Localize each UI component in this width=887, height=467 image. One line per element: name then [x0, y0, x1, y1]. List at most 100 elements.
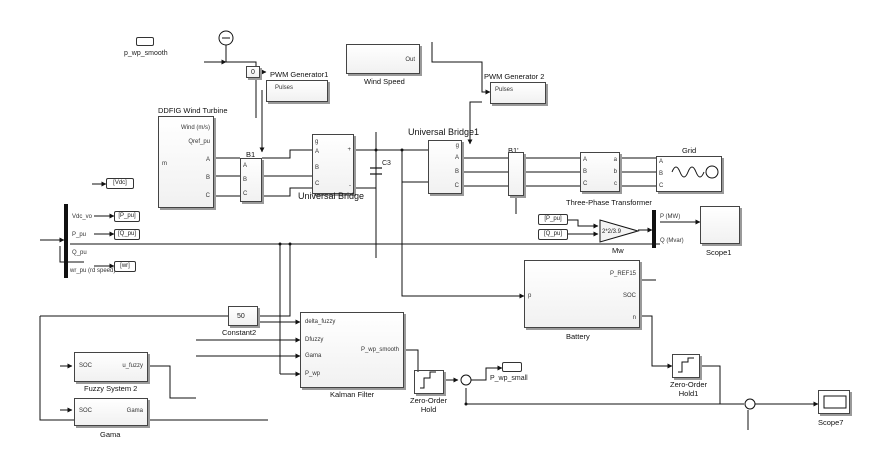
wire-fuzzy-out — [148, 365, 196, 399]
step-wave-icon — [678, 357, 694, 373]
zero-order-hold-block[interactable] — [414, 370, 444, 394]
junction-dots — [278, 148, 468, 406]
ub-minus-port: - — [349, 183, 351, 189]
b1-a-port: A — [243, 163, 248, 169]
zero-order-hold-title: Zero-Order Hold — [410, 396, 448, 414]
wire-top-left — [225, 42, 257, 118]
b1-measurement-block[interactable]: A B C — [240, 158, 262, 202]
from-tag-qpu[interactable]: [Q_pu] — [538, 229, 568, 240]
universal-bridge1-block[interactable]: g A B C — [428, 140, 462, 194]
three-phase-transformer-block[interactable]: A B C a b c — [580, 152, 620, 192]
grid-b-port: B — [659, 171, 664, 177]
fuzzy-out-port: u_fuzzy — [122, 363, 143, 369]
kalman-filter-block[interactable]: delta_fuzzy Dfuzzy Gama P_wp P_wp_smooth — [300, 312, 404, 388]
mux-bar-icon[interactable] — [652, 210, 656, 248]
pwm-generator1-block[interactable]: Pulses — [266, 80, 328, 102]
fuzzy-soc-port: SOC — [79, 363, 93, 369]
goto-tag-qpu[interactable]: [Q_pu] — [114, 229, 140, 240]
b1-right-title: B1' — [508, 146, 519, 155]
grid-title: Grid — [682, 146, 697, 155]
mux-bar-icon[interactable] — [64, 204, 68, 278]
battery-p-port: p — [528, 293, 532, 299]
battery-block[interactable]: p P_REF15 SOC n — [524, 260, 640, 328]
grid-block[interactable]: A B C — [656, 156, 722, 192]
fuzzy-system2-block[interactable]: SOC u_fuzzy — [74, 352, 148, 382]
pwm1-pulses-port: Pulses — [275, 85, 294, 91]
pwm-generator2-title: PWM Generator 2 — [484, 72, 545, 81]
constant-0-value: 0 — [251, 69, 255, 76]
zero-order-hold1-title: Zero-Order Hold1 — [670, 380, 708, 398]
signal-lines — [39, 42, 819, 430]
pwm-generator1-title: PWM Generator1 — [270, 70, 329, 79]
goto-tag-p-wp-smooth[interactable] — [136, 37, 154, 46]
constant2-value: 50 — [237, 313, 245, 320]
sum-circle-icon[interactable] — [460, 374, 472, 386]
scope7-title: Scope7 — [818, 418, 844, 427]
kalman-in1-port: delta_fuzzy — [305, 319, 336, 325]
pwm-generator2-block[interactable]: Pulses — [490, 82, 546, 104]
dfig-m-port: m — [162, 161, 167, 167]
triangle-gain-icon[interactable] — [599, 219, 640, 243]
sine-source-icon — [671, 165, 719, 179]
b1-right-measurement-block[interactable] — [508, 152, 524, 196]
demux-out4-label: wr_pu (rd speed) — [70, 268, 116, 274]
step-wave-icon — [420, 371, 436, 389]
dfig-qref-port: Qref_pu — [188, 139, 210, 145]
wire-left-loop — [39, 316, 268, 421]
goto-tag-vdc[interactable]: [Vdc] — [106, 178, 134, 189]
gain-title: Mw — [612, 246, 624, 255]
goto-tag-ppu[interactable]: [P_pu] — [114, 211, 140, 222]
wire-sum-tag — [470, 365, 503, 381]
gama-block[interactable]: SOC Gama — [74, 398, 148, 426]
dfig-wind-turbine-block[interactable]: Wind (m/s) Qref_pu m A B C — [158, 116, 214, 208]
gama-out-port: Gama — [126, 408, 143, 414]
from-tag-ppu[interactable]: [P_pu] — [538, 214, 568, 225]
zero-order-hold1-block[interactable] — [672, 354, 700, 378]
ub-b-port: B — [315, 165, 320, 171]
scope-screen-icon — [823, 395, 847, 409]
goto-tag-wr[interactable]: [wr] — [114, 261, 136, 272]
capacitor-c3-label: C3 — [382, 160, 391, 167]
scope7-block[interactable] — [818, 390, 850, 414]
gama-title: Gama — [100, 430, 121, 439]
capacitor-c3[interactable] — [370, 167, 382, 175]
b1-left-title: B1 — [246, 150, 256, 159]
dfig-c-port: C — [205, 193, 210, 199]
scope1-block[interactable] — [700, 206, 740, 244]
qmvar-label: Q (Mvar) — [660, 238, 684, 244]
demux-out2-label: P_pu — [72, 232, 87, 238]
wire-dc-plus — [354, 149, 403, 160]
wind-speed-out-port: Out — [405, 57, 415, 63]
wire-battery-zoh1 — [640, 315, 673, 369]
b1-c-port: C — [243, 191, 248, 197]
wire-tag-wr — [59, 246, 84, 263]
sum-circle-icon[interactable] — [744, 398, 756, 410]
demux-out1-label: Vdc_vo — [72, 214, 93, 220]
tf-c-port: c — [614, 181, 617, 187]
wire-top-right — [431, 42, 491, 95]
universal-bridge-block[interactable]: g A B C + - — [312, 134, 354, 194]
grid-a-port: A — [659, 159, 664, 165]
ub1-a-port: A — [454, 155, 459, 161]
wire-zoh1-sum — [700, 365, 744, 405]
kalman-filter-title: Kalman Filter — [330, 390, 375, 399]
dfig-b-port: B — [205, 175, 210, 181]
tag-label-p-wp-small: P_wp_small — [490, 375, 528, 382]
goto-tag-p-wp-small[interactable] — [502, 362, 522, 372]
constant2-block[interactable]: 50 — [228, 306, 258, 326]
ub-c-port: C — [315, 181, 320, 187]
tf-B-port: B — [583, 169, 588, 175]
universal-bridge1-title: Universal Bridge1 — [408, 127, 480, 137]
wind-speed-block[interactable]: Out — [346, 44, 420, 74]
ub-plus-port: + — [347, 147, 351, 153]
tf-b-port: b — [613, 169, 617, 175]
universal-bridge-title: Universal Bridge — [298, 191, 365, 201]
kalman-in4-port: P_wp — [305, 371, 321, 377]
fuzzy-system2-title: Fuzzy System 2 — [84, 384, 138, 393]
wire-ppu-gain — [568, 219, 599, 229]
tf-A-port: A — [583, 157, 588, 163]
pmw-label: P (MW) — [660, 214, 681, 220]
constant-0-block[interactable]: 0 — [246, 66, 260, 78]
battery-soc-port: SOC — [622, 293, 636, 299]
